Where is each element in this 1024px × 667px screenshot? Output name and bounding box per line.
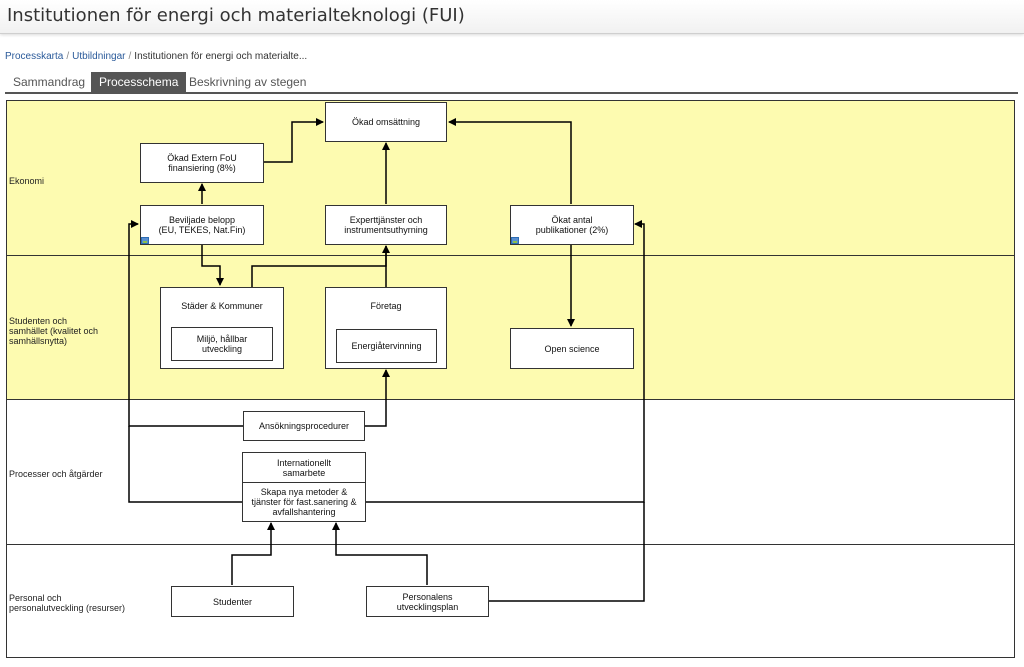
connector-personal-to-metoder [332, 522, 428, 585]
breadcrumb-current: Institutionen för energi och materialte.… [134, 51, 308, 62]
lane-label-studenten: Studenten och samhället (kvalitet och sa… [9, 316, 99, 346]
connector-ansokning-to-foretag [365, 369, 390, 427]
document-link-icon[interactable] [141, 237, 149, 244]
node-studenter[interactable]: Studenter [171, 586, 294, 617]
connector-beviljade-to-stader [201, 244, 224, 286]
connector-extern-fou-to-omsattning [264, 118, 324, 163]
breadcrumb-utbildningar[interactable]: Utbildningar [72, 51, 126, 62]
page-header: Institutionen för energi och materialtek… [0, 0, 1024, 34]
node-okat-antal-publikationer[interactable]: Ökat antal publikationer (2%) [510, 205, 634, 245]
node-okad-extern-fou[interactable]: Ökad Extern FoU finansiering (8%) [140, 143, 264, 183]
document-link-icon[interactable] [511, 237, 519, 244]
connector-stader-to-expert [251, 245, 390, 287]
tab-beskrivning-av-stegen[interactable]: Beskrivning av stegen [189, 75, 307, 89]
connector-studenter-to-metoder [231, 522, 275, 585]
node-skapa-nya-metoder[interactable]: Skapa nya metoder & tjänster för fast.sa… [242, 482, 366, 522]
page-title: Institutionen för energi och materialtek… [7, 5, 465, 26]
breadcrumb-separator: / [128, 51, 132, 62]
node-energiatervinning[interactable]: Energiåtervinning [336, 329, 437, 363]
connector-ansokning-to-beviljade [128, 220, 243, 427]
tab-bar: Sammandrag Processchema Beskrivning av s… [5, 71, 1018, 94]
breadcrumb: Processkarta/Utbildningar/Institutionen … [5, 51, 307, 62]
breadcrumb-separator: / [66, 51, 70, 62]
breadcrumb-processkarta[interactable]: Processkarta [5, 51, 64, 62]
node-okad-omsattning[interactable]: Ökad omsättning [325, 102, 447, 142]
node-open-science[interactable]: Open science [510, 328, 634, 369]
node-experttjanster[interactable]: Experttjänster och instrumentsuthyrning [325, 205, 447, 245]
node-internationellt-samarbete[interactable]: Internationellt samarbete [242, 452, 366, 483]
lane-label-ekonomi: Ekonomi [9, 176, 45, 186]
tab-sammandrag[interactable]: Sammandrag [13, 75, 86, 89]
connector-publikationer-to-omsattning [448, 118, 572, 204]
connector-personal-to-publikationer [489, 502, 645, 602]
tab-processchema[interactable]: Processchema [91, 72, 187, 92]
lane-label-personal: Personal och personalutveckling (resurse… [9, 593, 126, 613]
node-ansokningsprocedurer[interactable]: Ansökningsprocedurer [243, 411, 365, 441]
node-miljo-hallbar[interactable]: Miljö, hållbar utveckling [171, 327, 273, 361]
lane-label-processer: Processer och åtgärder [9, 469, 103, 479]
node-personalens-utvecklingsplan[interactable]: Personalens utvecklingsplan [366, 586, 489, 617]
node-beviljade-belopp[interactable]: Beviljade belopp (EU, TEKES, Nat.Fin) [140, 205, 264, 245]
